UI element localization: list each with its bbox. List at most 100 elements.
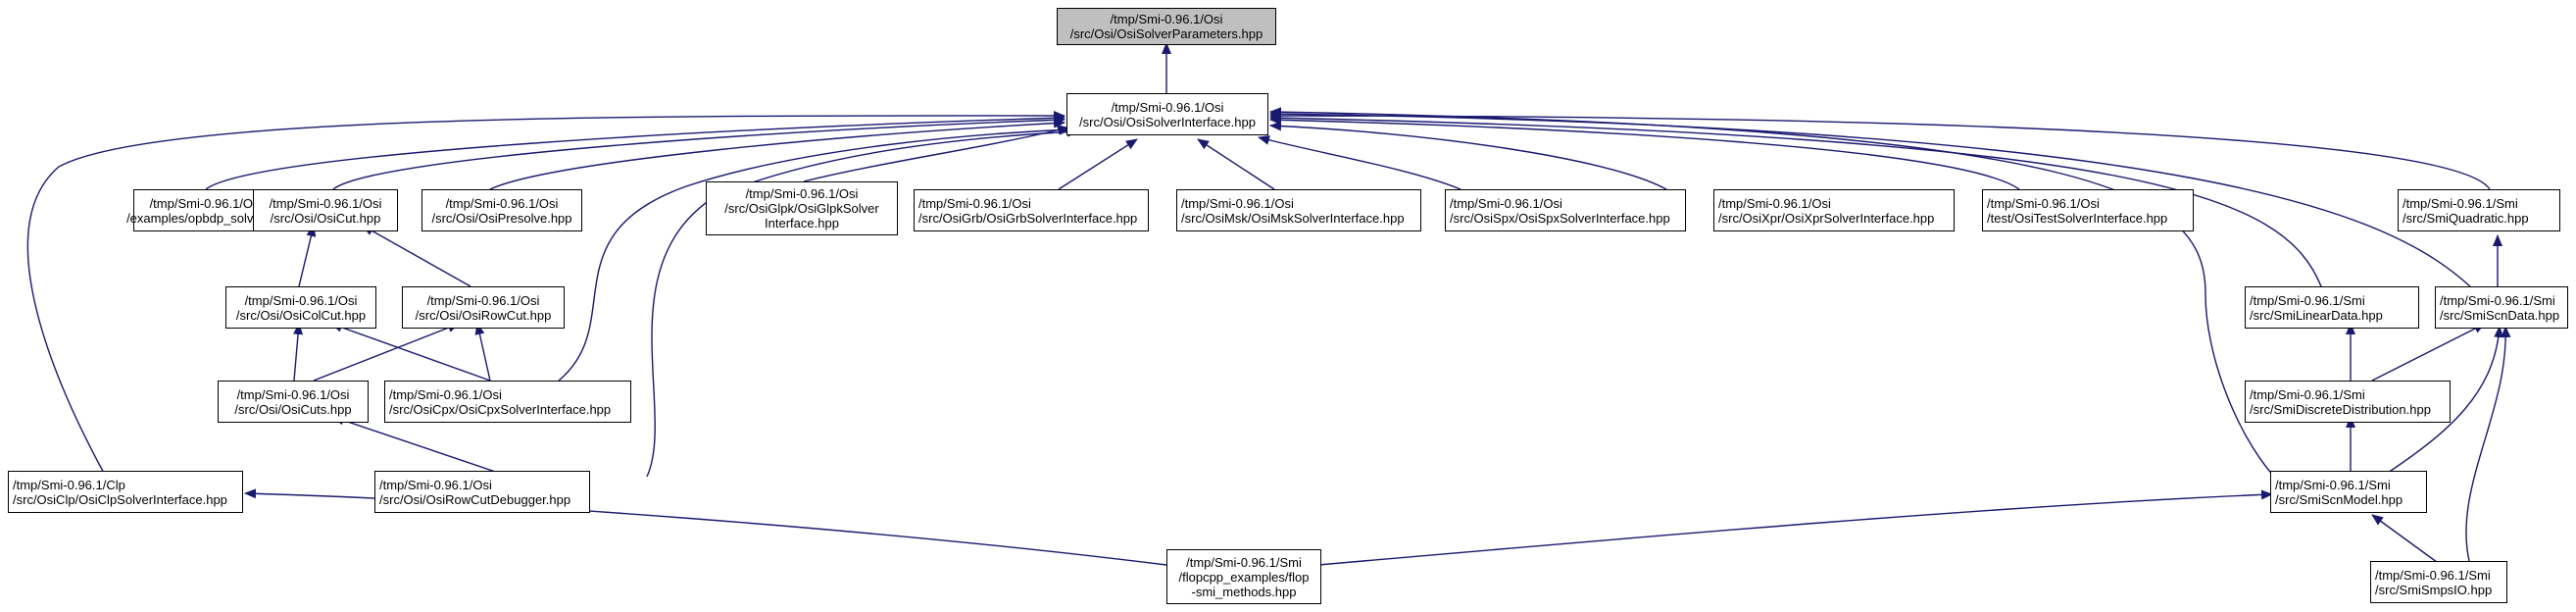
node-label-line: /tmp/Smi-0.96.1/Osi: [379, 477, 492, 492]
node-label-line: /tmp/Smi-0.96.1/Smi: [2440, 292, 2555, 308]
node-label-line: /src/Osi/OsiCut.hpp: [270, 210, 381, 226]
node-label-line: /src/OsiMsk/OsiMskSolverInterface.hpp: [1181, 210, 1405, 226]
node-osi-msk[interactable]: /tmp/Smi-0.96.1/Osi /src/OsiMsk/OsiMskSo…: [1176, 189, 1421, 231]
node-label-line: /src/OsiXpr/OsiXprSolverInterface.hpp: [1718, 210, 1935, 226]
node-label-line: /tmp/Smi-0.96.1/Osi: [918, 195, 1031, 211]
node-osi-clp[interactable]: /tmp/Smi-0.96.1/Clp /src/OsiClp/OsiClpSo…: [8, 471, 243, 513]
node-label-line: /tmp/Smi-0.96.1/Osi: [1181, 195, 1294, 211]
edge-discrete-to-scndata: [2371, 323, 2486, 382]
edge-lineardata-to-solverinterface: [1269, 113, 2322, 287]
node-label-line: /src/Osi/OsiPresolve.hpp: [431, 210, 572, 226]
node-label-line: /src/Osi/OsiRowCutDebugger.hpp: [379, 491, 571, 507]
edge-smpsio-to-scndata: [2465, 326, 2511, 566]
node-osi-cpx[interactable]: /tmp/Smi-0.96.1/Osi /src/OsiCpx/OsiCpxSo…: [384, 381, 631, 423]
node-label-line: /src/Osi/OsiColCut.hpp: [235, 307, 367, 323]
node-label-line: /test/OsiTestSolverInterface.hpp: [1987, 210, 2168, 226]
node-label-line: /src/OsiClp/OsiClpSolverInterface.hpp: [13, 491, 227, 507]
node-osi-row-cut-debugger[interactable]: /tmp/Smi-0.96.1/Osi /src/Osi/OsiRowCutDe…: [374, 471, 590, 513]
node-label-line: /src/Osi/OsiRowCut.hpp: [415, 307, 552, 323]
node-osi-row-cut[interactable]: /tmp/Smi-0.96.1/Osi /src/Osi/OsiRowCut.h…: [402, 286, 565, 329]
node-label-line: /tmp/Smi-0.96.1/Osi: [269, 195, 382, 211]
node-osi-spx[interactable]: /tmp/Smi-0.96.1/Osi /src/OsiSpx/OsiSpxSo…: [1445, 189, 1686, 231]
node-label-line: /tmp/Smi-0.96.1/Osi: [1987, 195, 2100, 211]
edge-flop-to-clp: [244, 488, 1167, 566]
node-label-line: /tmp/Smi-0.96.1/Smi: [2275, 477, 2391, 492]
node-label-line: /src/SmiScnModel.hpp: [2275, 491, 2403, 507]
edge-cuts-to-colcut: [293, 323, 304, 382]
node-smi-scn-data[interactable]: /tmp/Smi-0.96.1/Smi /src/SmiScnData.hpp: [2435, 286, 2568, 329]
edge-xpr-to-solverinterface: [1269, 121, 1667, 190]
node-label-line: /tmp/Smi-0.96.1/Osi: [149, 195, 263, 211]
node-osi-xpr[interactable]: /tmp/Smi-0.96.1/Osi /src/OsiXpr/OsiXprSo…: [1713, 189, 1955, 231]
node-osi-cuts[interactable]: /tmp/Smi-0.96.1/Osi /src/Osi/OsiCuts.hpp: [218, 381, 369, 423]
node-label-line: /tmp/Smi-0.96.1/Clp: [13, 477, 125, 492]
node-label-line: /src/SmiDiscreteDistribution.hpp: [2250, 401, 2431, 417]
node-label-line: Interface.hpp: [765, 216, 839, 230]
node-osi-col-cut[interactable]: /tmp/Smi-0.96.1/Osi /src/Osi/OsiColCut.h…: [225, 286, 376, 329]
edge-rowcut-to-osicut: [362, 225, 471, 287]
node-label-line: /tmp/Smi-0.96.1/Smi: [2403, 195, 2518, 211]
node-label-line: /tmp/Smi-0.96.1/Smi: [1186, 554, 1302, 570]
node-label-line: /src/Osi/OsiSolverParameters.hpp: [1069, 26, 1263, 41]
node-label-line: /src/OsiCpx/OsiCpxSolverInterface.hpp: [389, 401, 612, 417]
edge-quadratic-to-solverinterface: [1269, 111, 2491, 190]
node-osi-solver-interface[interactable]: /tmp/Smi-0.96.1/Osi /src/Osi/OsiSolverIn…: [1066, 93, 1268, 135]
edge-msk-to-solverinterface: [1197, 138, 1275, 190]
node-smi-quadratic[interactable]: /tmp/Smi-0.96.1/Smi /src/SmiQuadratic.hp…: [2398, 189, 2560, 231]
edge-spx-to-solverinterface: [1258, 135, 1461, 190]
node-label-line: /flopcpp_examples/flop: [1178, 569, 1310, 585]
node-smi-discrete-distribution[interactable]: /tmp/Smi-0.96.1/Smi /src/SmiDiscreteDist…: [2245, 381, 2451, 423]
node-label-line: /src/OsiGrb/OsiGrbSolverInterface.hpp: [918, 210, 1138, 226]
node-label-line: /src/OsiSpx/OsiSpxSolverInterface.hpp: [1450, 210, 1670, 226]
node-label-line: /src/Osi/OsiSolverInterface.hpp: [1079, 114, 1256, 129]
node-label-line: /tmp/Smi-0.96.1/Smi: [2375, 567, 2491, 583]
edge-smpsio-to-scnmodel: [2371, 514, 2442, 566]
node-smi-smps-io[interactable]: /tmp/Smi-0.96.1/Smi /src/SmiSmpsIO.hpp: [2370, 561, 2507, 603]
edge-opbdp-to-solverinterface: [205, 113, 1065, 190]
node-label-line: /src/SmiLinearData.hpp: [2250, 307, 2383, 323]
node-label-line: /tmp/Smi-0.96.1/Osi: [1718, 195, 1831, 211]
edge-colcut-to-osicut: [298, 225, 317, 287]
edge-cuts-to-rowcut: [313, 323, 460, 382]
node-label-line: /tmp/Smi-0.96.1/Osi: [389, 386, 502, 402]
node-label-line: /src/SmiScnData.hpp: [2440, 307, 2560, 323]
node-flop-smi-methods[interactable]: /tmp/Smi-0.96.1/Smi /flopcpp_examples/fl…: [1166, 549, 1321, 604]
node-smi-scn-model[interactable]: /tmp/Smi-0.96.1/Smi /src/SmiScnModel.hpp: [2270, 471, 2427, 513]
node-label-line: /tmp/Smi-0.96.1/Osi: [445, 195, 559, 211]
node-label-line: /src/OsiGlpk/OsiGlpkSolver: [724, 201, 879, 216]
node-osi-solver-parameters[interactable]: /tmp/Smi-0.96.1/Osi /src/Osi/OsiSolverPa…: [1057, 8, 1276, 45]
node-label-line: /tmp/Smi-0.96.1/Osi: [244, 292, 358, 308]
node-osi-cut[interactable]: /tmp/Smi-0.96.1/Osi /src/Osi/OsiCut.hpp: [253, 189, 398, 231]
node-osi-presolve[interactable]: /tmp/Smi-0.96.1/Osi /src/Osi/OsiPresolve…: [421, 189, 582, 231]
edge-osicut-to-solverinterface: [332, 115, 1065, 190]
node-label-line: /examples/opbdp_solve.hpp: [126, 210, 285, 226]
edge-presolve-to-solverinterface: [489, 118, 1065, 190]
node-label-line: /tmp/Smi-0.96.1/Osi: [236, 386, 350, 402]
edge-test-to-solverinterface: [1269, 115, 2020, 190]
node-label-line: /src/SmiQuadratic.hpp: [2403, 210, 2529, 226]
edge-grb-to-solverinterface: [1058, 138, 1138, 190]
edge-glpk-to-solverinterface: [803, 125, 1069, 182]
node-label-line: /tmp/Smi-0.96.1/Osi: [1111, 99, 1224, 115]
node-label-line: /src/SmiSmpsIO.hpp: [2375, 582, 2493, 597]
edge-scnmodel-to-scndata: [2381, 326, 2504, 478]
node-osi-grb[interactable]: /tmp/Smi-0.96.1/Osi /src/OsiGrb/OsiGrbSo…: [914, 189, 1149, 231]
node-label-line: /tmp/Smi-0.96.1/Osi: [426, 292, 540, 308]
edge-cpx-to-solverinterface: [558, 125, 1071, 382]
edge-clp-to-solverinterface: [26, 110, 1065, 478]
node-label-line: /tmp/Smi-0.96.1/Osi: [745, 186, 859, 201]
node-osi-test[interactable]: /tmp/Smi-0.96.1/Osi /test/OsiTestSolverI…: [1982, 189, 2194, 231]
node-label-line: /tmp/Smi-0.96.1/Osi: [1110, 12, 1223, 26]
node-label-line: /tmp/Smi-0.96.1/Smi: [2250, 386, 2365, 402]
node-label-line: /src/Osi/OsiCuts.hpp: [234, 401, 352, 417]
edge-cpx-to-colcut: [330, 323, 491, 382]
node-osi-glpk[interactable]: /tmp/Smi-0.96.1/Osi /src/OsiGlpk/OsiGlpk…: [706, 181, 898, 235]
node-label-line: /tmp/Smi-0.96.1/Smi: [2250, 292, 2365, 308]
edge-cpx-to-rowcut: [474, 323, 491, 382]
edge-flop-to-scnmodel: [1317, 489, 2273, 566]
node-label-line: -smi_methods.hpp: [1191, 584, 1297, 599]
node-smi-linear-data[interactable]: /tmp/Smi-0.96.1/Smi /src/SmiLinearData.h…: [2245, 286, 2419, 329]
edge-debugger-to-cuts: [332, 415, 511, 478]
node-label-line: /tmp/Smi-0.96.1/Osi: [1450, 195, 1562, 211]
